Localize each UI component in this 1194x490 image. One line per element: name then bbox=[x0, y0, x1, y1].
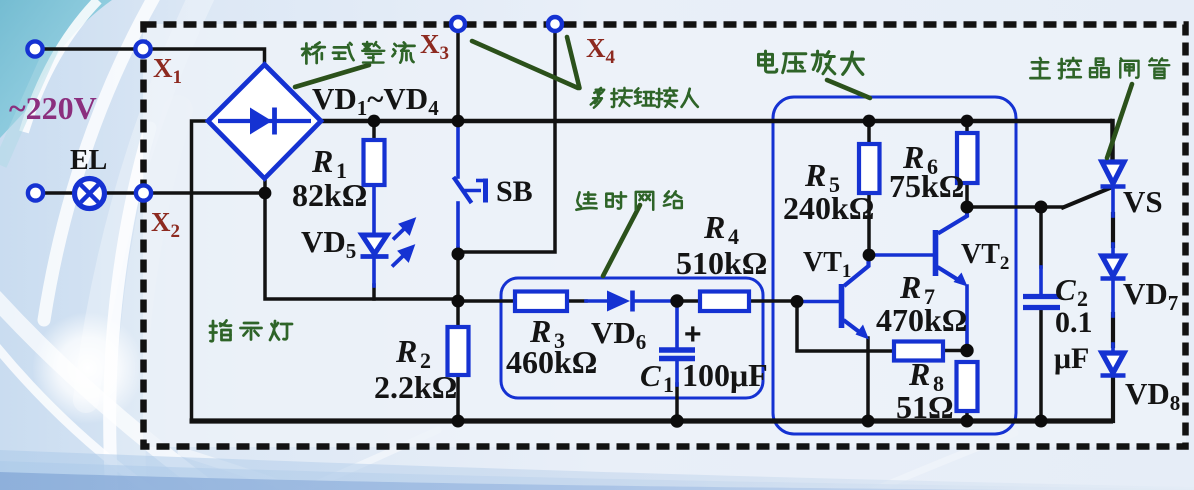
svg-text:1: 1 bbox=[663, 372, 674, 397]
svg-text:2: 2 bbox=[420, 348, 431, 373]
svg-text:~220V: ~220V bbox=[9, 90, 97, 126]
svg-text:SB: SB bbox=[496, 175, 533, 208]
svg-text:510kΩ: 510kΩ bbox=[676, 245, 767, 281]
svg-text:0.1: 0.1 bbox=[1055, 306, 1093, 339]
svg-text:R: R bbox=[529, 313, 551, 349]
svg-text:6: 6 bbox=[927, 154, 938, 179]
svg-text:3: 3 bbox=[554, 328, 565, 353]
svg-text:75kΩ: 75kΩ bbox=[889, 168, 964, 204]
svg-text:R: R bbox=[395, 333, 417, 369]
svg-text:240kΩ: 240kΩ bbox=[783, 190, 874, 226]
svg-text:R: R bbox=[804, 157, 826, 193]
svg-text:μF: μF bbox=[1054, 342, 1089, 375]
svg-text:2: 2 bbox=[1077, 286, 1088, 311]
svg-text:2.2kΩ: 2.2kΩ bbox=[374, 369, 457, 405]
svg-text:VD1~VD4: VD1~VD4 bbox=[312, 81, 439, 120]
svg-text:8: 8 bbox=[933, 371, 944, 396]
svg-text:EL: EL bbox=[70, 145, 107, 176]
svg-text:51Ω: 51Ω bbox=[896, 389, 954, 425]
svg-text:R: R bbox=[311, 143, 333, 179]
svg-text:1: 1 bbox=[336, 158, 347, 183]
svg-text:82kΩ: 82kΩ bbox=[292, 177, 367, 213]
svg-text:R: R bbox=[899, 269, 921, 305]
svg-text:R: R bbox=[902, 139, 924, 175]
svg-text:+: + bbox=[684, 318, 702, 351]
svg-text:460kΩ: 460kΩ bbox=[506, 344, 597, 380]
svg-text:R: R bbox=[908, 356, 930, 392]
svg-text:5: 5 bbox=[829, 172, 840, 197]
svg-text:7: 7 bbox=[924, 284, 935, 309]
svg-text:100μF: 100μF bbox=[682, 357, 768, 393]
svg-text:C: C bbox=[1055, 272, 1076, 307]
svg-text:470kΩ: 470kΩ bbox=[876, 302, 967, 338]
svg-text:VS: VS bbox=[1123, 184, 1163, 219]
svg-text:C: C bbox=[640, 358, 661, 393]
svg-text:4: 4 bbox=[728, 224, 739, 249]
svg-text:R: R bbox=[703, 209, 725, 245]
